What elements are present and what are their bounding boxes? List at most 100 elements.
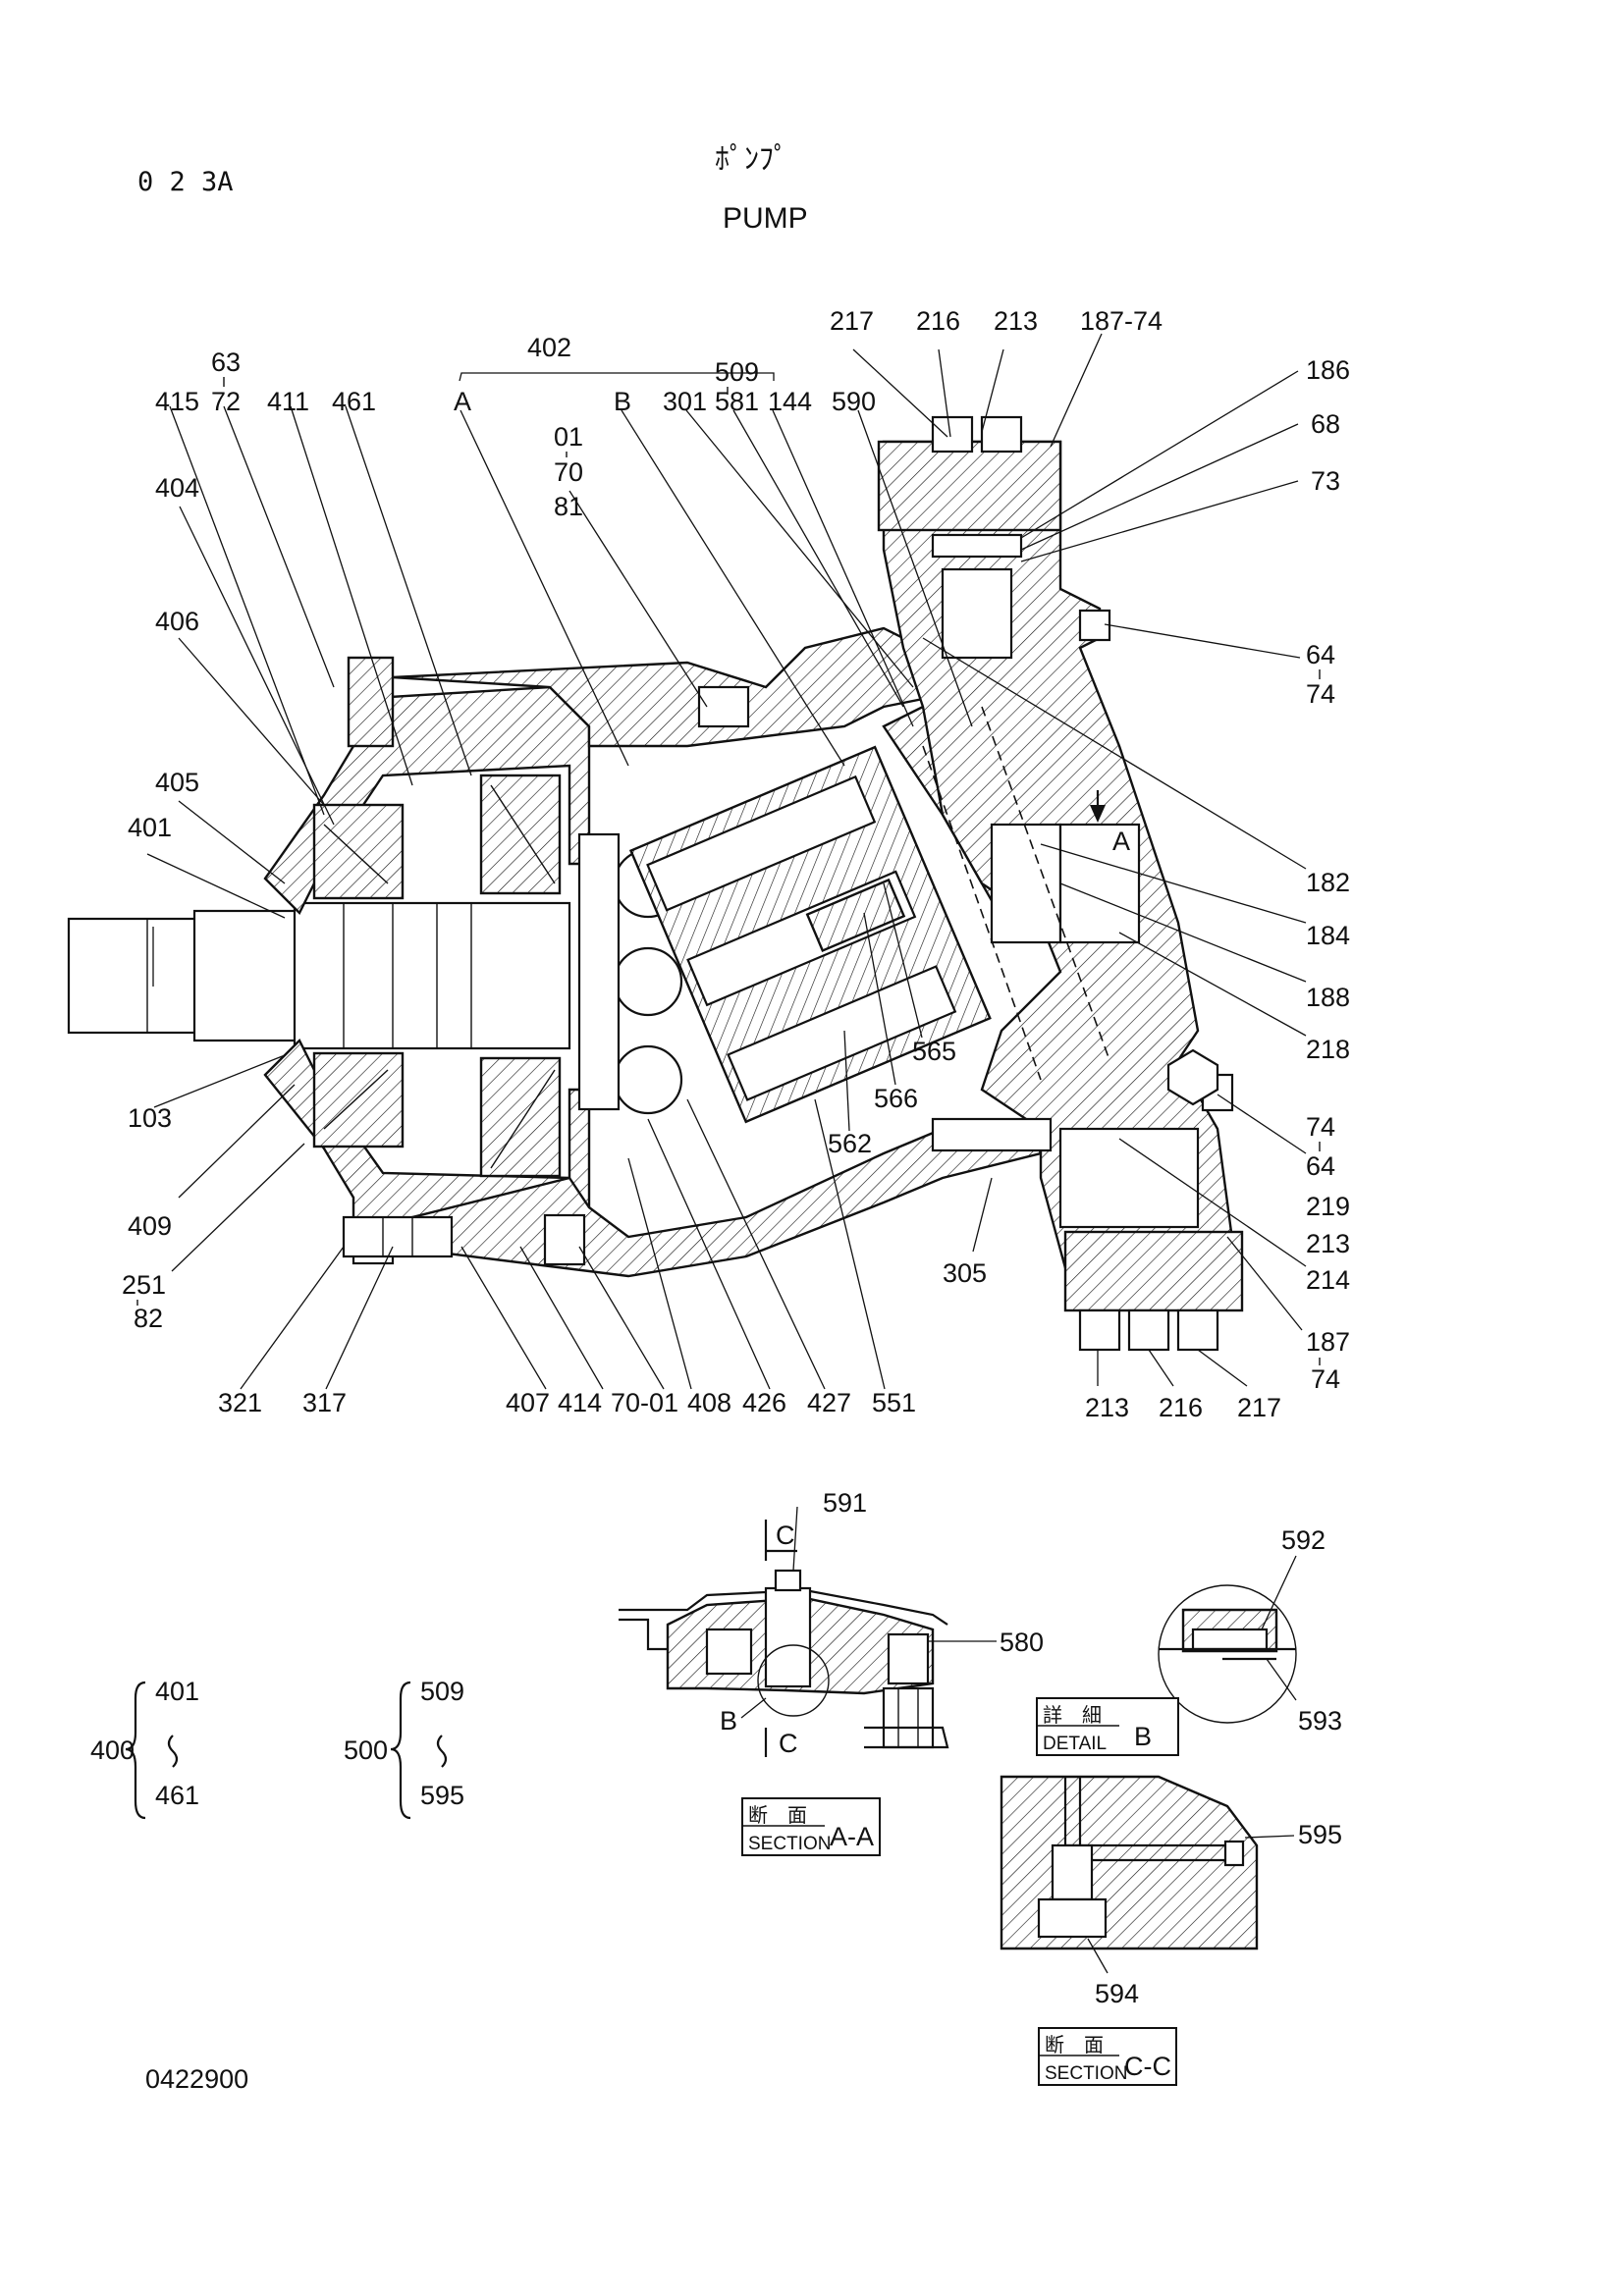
section-aa-label-en: SECTION xyxy=(748,1834,831,1854)
section-cc-label-en: SECTION xyxy=(1045,2063,1127,2084)
bearing-rear xyxy=(479,774,562,895)
title-english: PUMP xyxy=(723,202,808,235)
group-500: 500 509 595 xyxy=(344,1677,464,1820)
callout-213-bottom: 213 xyxy=(1085,1393,1129,1422)
callout-217: 217 xyxy=(830,306,874,336)
wavy-range-icon xyxy=(436,1735,448,1768)
callout-01: 01 xyxy=(554,422,583,452)
callout-402-a: A xyxy=(454,387,471,416)
callout-103: 103 xyxy=(128,1103,172,1133)
section-mark-c-bottom: C xyxy=(779,1729,798,1758)
bearing-front xyxy=(312,803,405,900)
callout-70: 70 xyxy=(554,457,583,487)
callout-592: 592 xyxy=(1281,1525,1325,1555)
wavy-range-icon xyxy=(167,1735,179,1768)
callout-593: 593 xyxy=(1298,1706,1342,1735)
callout-214: 214 xyxy=(1306,1265,1350,1295)
callout-213: 213 xyxy=(994,306,1038,336)
group-500-name: 500 xyxy=(344,1735,388,1765)
piston-ball-2 xyxy=(613,946,683,1017)
piston-ball-3 xyxy=(613,1044,683,1115)
callout-188: 188 xyxy=(1306,983,1350,1012)
callout-70-01: 70-01 xyxy=(611,1388,678,1417)
callout-187-74: 187-74 xyxy=(1080,306,1163,336)
callout-509: 509 xyxy=(715,357,759,387)
leader-lines xyxy=(146,333,1307,1390)
detail-b-label-jp: 詳 細 xyxy=(1043,1704,1102,1727)
section-arrow-icon xyxy=(1090,805,1106,823)
callout-581: 581 xyxy=(715,387,759,416)
stack-separators xyxy=(136,377,1321,1365)
section-mark-c-top: C xyxy=(776,1521,795,1550)
section-c-c: 595 594 断 面 SECTION C-C xyxy=(1000,1775,1342,2086)
callout-551: 551 xyxy=(872,1388,916,1417)
callout-402: 402 xyxy=(527,333,571,362)
callout-401: 401 xyxy=(128,813,172,842)
group-500-to: 595 xyxy=(420,1781,464,1810)
section-cc-label-jp: 断 面 xyxy=(1045,2034,1104,2056)
callout-301: 301 xyxy=(663,387,707,416)
pump-cross-section xyxy=(67,415,1244,1352)
title-japanese: ﾎﾟﾝﾌﾟ xyxy=(715,143,788,176)
callout-219: 219 xyxy=(1306,1192,1350,1221)
section-a-a: 591 580 C C B 断 面 SECTION A-A xyxy=(619,1488,1044,1856)
callout-591: 591 xyxy=(823,1488,867,1518)
section-aa-label-jp: 断 面 xyxy=(748,1804,807,1827)
drawing-number: 0422900 xyxy=(145,2064,248,2094)
group-500-from: 509 xyxy=(420,1677,464,1706)
callout-566: 566 xyxy=(874,1084,918,1113)
section-arrow-a-label: A xyxy=(1112,827,1130,856)
callout-251: 251 xyxy=(122,1270,166,1300)
callout-594: 594 xyxy=(1095,1979,1139,2008)
drawing-code: 0 2 3A xyxy=(137,167,234,197)
callout-81: 81 xyxy=(554,492,583,521)
callout-409: 409 xyxy=(128,1211,172,1241)
detail-b-label-en: DETAIL xyxy=(1043,1734,1107,1754)
callout-427: 427 xyxy=(807,1388,851,1417)
detail-b-suffix: B xyxy=(1134,1722,1152,1751)
callout-407: 407 xyxy=(506,1388,550,1417)
callout-144: 144 xyxy=(768,387,812,416)
callout-405: 405 xyxy=(155,768,199,797)
callout-595: 595 xyxy=(1298,1820,1342,1849)
callout-63: 63 xyxy=(211,347,241,377)
callout-402-b: B xyxy=(614,387,631,416)
cylinder-block xyxy=(628,745,992,1124)
callout-317: 317 xyxy=(302,1388,347,1417)
callout-187-lower: 187 xyxy=(1306,1327,1350,1357)
callout-64-upper: 64 xyxy=(1306,640,1335,669)
callout-216-bottom: 216 xyxy=(1159,1393,1203,1422)
callout-590: 590 xyxy=(832,387,876,416)
callout-411: 411 xyxy=(267,387,309,416)
callout-414: 414 xyxy=(558,1388,602,1417)
group-400-to: 461 xyxy=(155,1781,199,1810)
detail-mark-b: B xyxy=(720,1706,737,1735)
callout-562: 562 xyxy=(828,1129,872,1158)
brace-icon xyxy=(125,1681,146,1820)
callout-565: 565 xyxy=(912,1037,956,1066)
brace-icon xyxy=(390,1681,411,1820)
callout-461: 461 xyxy=(332,387,376,416)
callout-426: 426 xyxy=(742,1388,786,1417)
bottom-flange xyxy=(1063,1230,1244,1312)
callout-406: 406 xyxy=(155,607,199,636)
callout-305: 305 xyxy=(943,1258,987,1288)
callout-213-right: 213 xyxy=(1306,1229,1350,1258)
callout-74-lower: 74 xyxy=(1306,1112,1335,1142)
callout-218: 218 xyxy=(1306,1035,1350,1064)
callout-73: 73 xyxy=(1311,466,1340,496)
callout-74-upper: 74 xyxy=(1306,679,1335,709)
top-flange xyxy=(877,440,1062,532)
drive-shaft xyxy=(67,917,198,1035)
callout-74-bottom: 74 xyxy=(1311,1364,1340,1394)
callout-216: 216 xyxy=(916,306,960,336)
callout-415: 415 xyxy=(155,387,199,416)
callout-64-lower: 64 xyxy=(1306,1151,1335,1181)
callout-labels: 217 216 213 187-74 186 68 73 402 A B 509… xyxy=(122,306,1350,1422)
callout-217-bottom: 217 xyxy=(1237,1393,1281,1422)
section-cc-suffix: C-C xyxy=(1124,2052,1171,2081)
group-400-from: 401 xyxy=(155,1677,199,1706)
callout-82: 82 xyxy=(134,1304,163,1333)
callout-186: 186 xyxy=(1306,355,1350,385)
